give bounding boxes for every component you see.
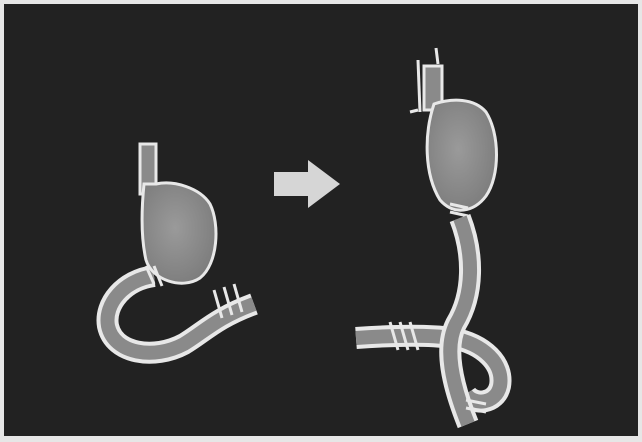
stomach-with-duodenum-icon <box>107 144 254 353</box>
esophagus-cut-left-tip <box>410 110 418 112</box>
stomach-remnant <box>427 100 496 210</box>
esophagus-cut-left <box>418 60 420 112</box>
right-arrow-icon <box>274 160 340 208</box>
anastomosis-mark <box>450 212 468 216</box>
diagram-panel <box>4 4 638 436</box>
stomach-body <box>142 183 216 283</box>
stomach-with-jejunal-loop-icon <box>356 48 501 424</box>
esophagus-cut-right <box>436 48 438 64</box>
diagram-canvas <box>4 4 638 436</box>
